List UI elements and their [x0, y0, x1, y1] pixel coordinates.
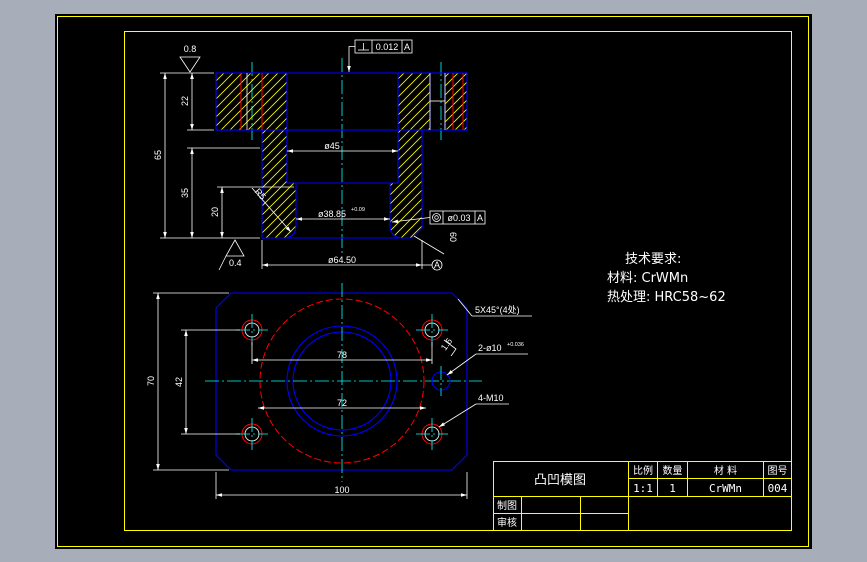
threaded-hole-bottom-left: [236, 418, 268, 450]
header-quantity: 数量: [663, 464, 683, 477]
concentricity-datum: A: [477, 213, 483, 223]
concentricity-value: ø0.03: [447, 213, 470, 223]
dim-height: 70: [146, 376, 156, 386]
value-drawing-no: 004: [768, 482, 788, 495]
drawn-by-label: 制图: [497, 499, 517, 512]
concentricity-frame-box: [429, 210, 486, 225]
flange-right-hatch-inner: [397, 72, 431, 131]
dim-upper-span: 78: [337, 350, 347, 360]
dim-bore-depth: 20: [210, 207, 220, 217]
tech-requirements-heat-treatment: 热处理: HRC58~62: [607, 290, 726, 305]
threaded-hole-top-right: [416, 314, 448, 346]
tech-requirements-heading: 技术要求:: [625, 252, 681, 267]
roughness-bottom-value: 0.4: [229, 258, 242, 268]
dim-angle: 60: [448, 232, 458, 242]
header-material: 材 料: [714, 464, 737, 477]
concentricity-frame: ø0.03 A: [391, 210, 486, 225]
dim-body-dia: ø64.50: [328, 255, 356, 265]
threaded-hole-top-left: [236, 314, 268, 346]
dim-lower-bore: ø38.85: [318, 209, 346, 219]
technical-requirements: 技术要求: 材料: CrWMn 热处理: HRC58~62: [607, 252, 726, 305]
plate-outline: [215, 292, 468, 471]
pin-hole: [431, 366, 451, 396]
dim-lower-bore-tolerance: +0.09: [351, 207, 365, 213]
chamfer-note: 5X45°(4处): [475, 304, 520, 315]
tech-requirements-material: 材料: CrWMn: [607, 271, 688, 286]
header-drawing-no: 图号: [768, 465, 788, 477]
drawing-frame: [124, 31, 792, 531]
thread-note: 4-M10: [478, 393, 504, 403]
perpendicularity-frame: 0.012 A: [347, 39, 413, 72]
concentricity-leader: [391, 217, 431, 224]
thread-leader: [438, 403, 477, 428]
section-view: 0.012 A 0.8 65 22 35 20 R5 ø45 ø38.: [153, 39, 486, 271]
dim-upper-bore: ø45: [324, 141, 340, 151]
bore-outer-circle: [286, 325, 398, 437]
roughness-top-value: 0.8: [184, 44, 197, 54]
dim-lower-span: 72: [337, 398, 347, 408]
drawing-canvas[interactable]: [55, 14, 812, 549]
perpendicularity-leader: [347, 46, 355, 72]
dim-width: 100: [334, 485, 349, 495]
dim-total-height: 65: [153, 150, 163, 160]
chamfer-leader: [457, 298, 473, 317]
perpendicularity-datum: A: [404, 42, 410, 52]
sheet-outer-border: [57, 16, 809, 547]
roughness-symbol-bottom: 0.4: [218, 239, 245, 271]
hidden-circle: [259, 298, 425, 464]
checked-by-label: 审核: [497, 516, 517, 529]
header-scale: 比例: [633, 464, 653, 477]
dim-body-height: 35: [180, 188, 190, 198]
flange-outline: [215, 72, 468, 131]
title-block: 凸凹模图 比例 数量 材 料 图号 1:1 1 CrWMn 004 制图 审核: [493, 461, 792, 531]
datum-circle: [431, 259, 443, 271]
pin-hole-leader: [446, 353, 477, 376]
value-material: CrWMn: [709, 482, 742, 495]
angle-extension-line: [413, 235, 445, 255]
value-scale: 1:1: [633, 482, 653, 495]
dim-hole-pitch: 42: [174, 377, 184, 387]
concentricity-icon: [432, 213, 441, 222]
drawing-name: 凸凹模图: [534, 473, 586, 488]
pin-hole-note: 2-ø10: [478, 343, 502, 353]
threaded-hole-bottom-right: [416, 418, 448, 450]
datum-label: A: [434, 260, 440, 270]
pin-hole-tolerance: +0.036: [507, 342, 524, 348]
value-quantity: 1: [669, 482, 676, 495]
flange-right-hatch-outer: [444, 72, 468, 131]
plan-view: 78 72 70 42 100 5X45°(4处) 2-ø10 +0.036 1…: [146, 283, 532, 499]
roughness-symbol-top: 0.8: [179, 44, 201, 73]
fillet-leader: [251, 187, 292, 233]
dim-flange-height: 22: [180, 96, 190, 106]
flange-left-hatch: [215, 72, 288, 131]
perpendicularity-icon: [358, 43, 369, 51]
perpendicularity-value: 0.012: [376, 42, 399, 52]
